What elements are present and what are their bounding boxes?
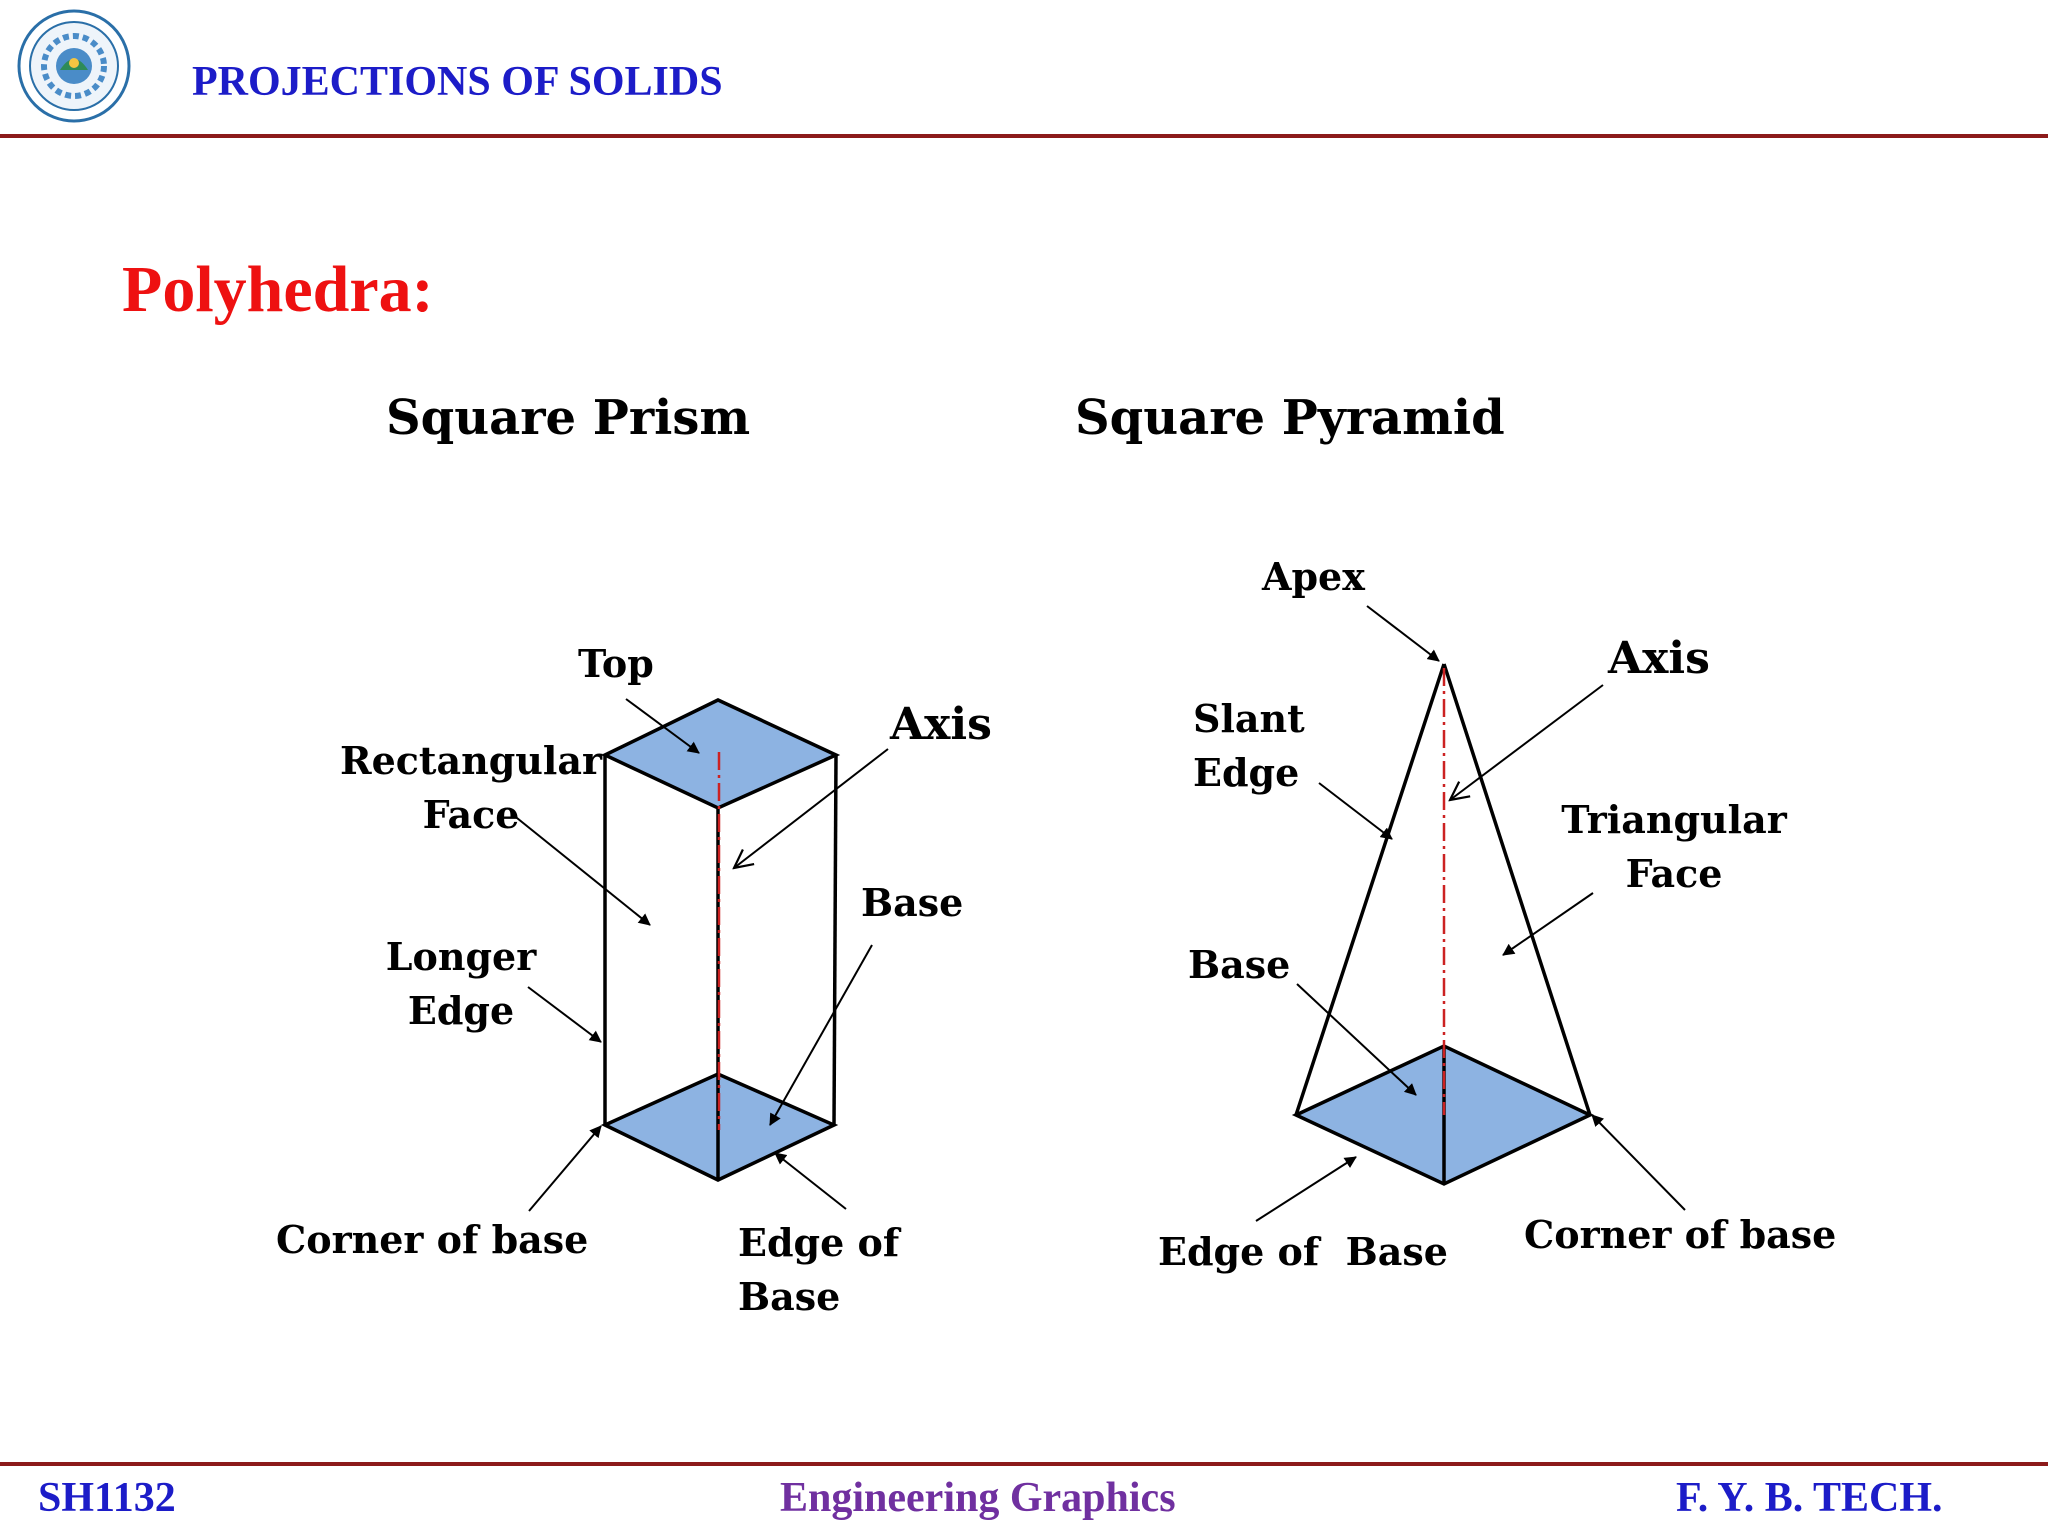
pyramid-label-triangular-face-line1: Triangular: [1561, 797, 1787, 842]
prism-label-rectangular-face: Rectangular Face: [340, 734, 602, 842]
prism-label-edge-of-base-line1: Edge of: [738, 1220, 900, 1265]
pyramid-slant-edge-right: [1442, 663, 1592, 1116]
pyramid-edge-of-base-arrow: [1255, 1156, 1357, 1222]
prism-face-arrow: [511, 813, 651, 926]
prism-label-axis: Axis: [890, 699, 992, 750]
pyramid-apex-arrow: [1366, 605, 1440, 662]
pyramid-slant-edge-left: [1294, 663, 1446, 1116]
pyramid-label-slant-edge-line2: Edge: [1193, 750, 1300, 795]
prism-label-longer-edge: Longer Edge: [378, 930, 544, 1038]
prism-longer-edge-right: [832, 754, 838, 1126]
pyramid-axis-arrow: [1450, 684, 1604, 800]
institute-seal-logo: [17, 9, 131, 123]
header-title: PROJECTIONS OF SOLIDS: [192, 59, 723, 105]
header-rule: [0, 134, 2048, 138]
prism-top-arrow: [625, 698, 700, 754]
prism-label-longer-edge-line2: Edge: [407, 988, 515, 1033]
prism-edge-of-base-arrow: [774, 1152, 847, 1210]
pyramid-label-triangular-face-line2: Face: [1625, 851, 1723, 896]
pyramid-label-edge-of-base: Edge of Base: [1158, 1229, 1448, 1274]
pyramid-corner-arrow: [1591, 1114, 1686, 1211]
pyramid-label-axis: Axis: [1608, 633, 1710, 684]
prism-label-rectangular-face-line1: Rectangular: [340, 738, 602, 783]
pyramid-base-arrow: [1296, 983, 1417, 1096]
prism-base-arrow: [769, 944, 873, 1126]
pyramid-label-apex: Apex: [1262, 554, 1365, 599]
pyramid-label-slant-edge: Slant Edge: [1193, 692, 1305, 800]
pyramid-label-triangular-face: Triangular Face: [1556, 793, 1792, 901]
pyramid-label-slant-edge-line1: Slant: [1193, 696, 1305, 741]
prism-label-rectangular-face-line2: Face: [422, 792, 520, 837]
footer-course-code: SH1132: [38, 1475, 176, 1521]
footer-subject: Engineering Graphics: [780, 1475, 1176, 1521]
prism-label-base: Base: [861, 880, 964, 925]
prism-longer-edge-arrow: [527, 986, 602, 1043]
pyramid-label-corner-of-base: Corner of base: [1524, 1212, 1837, 1257]
prism-label-longer-edge-line1: Longer: [385, 934, 537, 979]
square-pyramid: [1255, 605, 1686, 1222]
institute-logo: [16, 8, 132, 124]
pyramid-label-base: Base: [1188, 942, 1291, 987]
pyramid-slant-edge-arrow: [1318, 782, 1393, 840]
prism-axis-arrow: [734, 748, 889, 868]
prism-title: Square Prism: [386, 390, 751, 446]
pyramid-face-arrow: [1502, 892, 1594, 956]
prism-label-top: Top: [578, 641, 654, 686]
square-prism: [511, 698, 889, 1212]
prism-label-edge-of-base-line2: Base: [738, 1274, 841, 1319]
footer-rule: [0, 1462, 2048, 1466]
prism-label-corner-of-base: Corner of base: [276, 1217, 589, 1262]
prism-corner-arrow: [528, 1125, 602, 1212]
prism-label-edge-of-base: Edge of Base: [738, 1216, 899, 1324]
prism-top-face: [600, 698, 841, 810]
section-title: Polyhedra:: [122, 253, 434, 326]
pyramid-title: Square Pyramid: [1075, 390, 1505, 446]
footer-program: F. Y. B. TECH.: [1676, 1475, 1943, 1521]
